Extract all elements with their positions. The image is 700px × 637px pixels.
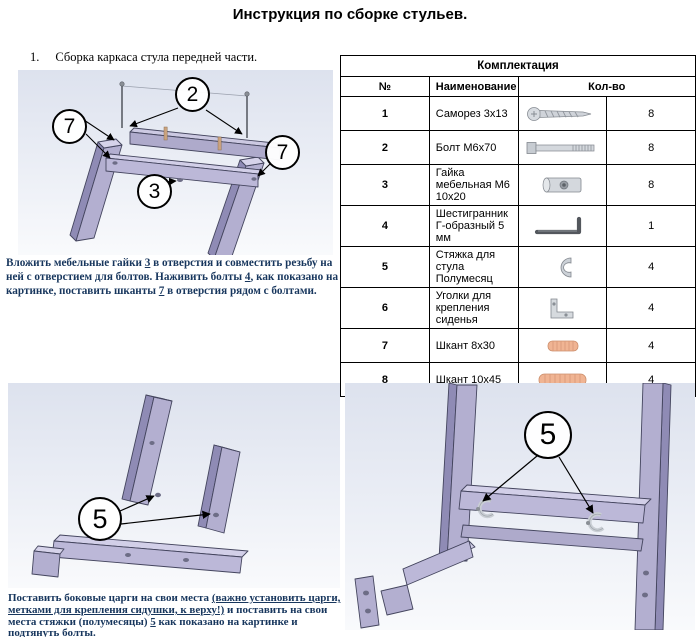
step2-text-1: Поставить боковые царги на свои места — [8, 592, 212, 604]
callout-nut-3: 3 — [137, 174, 172, 209]
step1-heading: 1. Сборка каркаса стула передней части. — [30, 50, 257, 65]
leader-arrows — [83, 107, 271, 186]
side-rails-drawing — [31, 394, 249, 578]
chair-front-frame — [69, 127, 285, 255]
step1-heading-text: Сборка каркаса стула передней части. — [55, 50, 258, 64]
table-row: 4 Шестигранник Г-образный 5 мм 1 — [340, 205, 696, 247]
callout-half-moon-5: 5 — [78, 497, 122, 541]
callout-half-moon-5-label: 5 — [92, 503, 108, 534]
part-name-cell: Шкант 8х30 — [428, 328, 519, 363]
col-header-name: Наименование — [428, 76, 519, 97]
barrel-nut-icon — [543, 177, 582, 193]
corner-bracket-icon — [550, 298, 574, 319]
part-name-cell: Стяжка для стула Полумесяц — [428, 246, 519, 288]
part-image-cell — [517, 164, 608, 206]
step1-text-3: , как показано на картинке, поставить шк… — [6, 270, 339, 297]
part-number-cell: 7 — [340, 328, 430, 363]
hex-key-icon — [535, 216, 582, 235]
callout-half-moon-5-right: 5 — [524, 411, 572, 459]
back-frame-diagram: 5 — [345, 383, 695, 630]
part-name-cell: Болт М6х70 — [428, 130, 519, 165]
part-ref-7: 7 — [158, 284, 165, 297]
part-qty-cell: 8 — [606, 130, 696, 165]
screw-icon — [527, 106, 592, 121]
table-row: 2 Болт М6х70 8 — [340, 130, 696, 165]
part-qty-cell: 8 — [606, 96, 696, 131]
front-frame-diagram: 2 7 3 7 — [18, 70, 333, 255]
table-row: 1 Саморез 3х13 8 — [340, 96, 696, 131]
table-row: 3 Гайка мебельная М6 10х20 8 — [340, 164, 696, 206]
part-image-cell — [517, 246, 608, 288]
col-header-num: № — [340, 76, 430, 97]
part-ref-5: 5 — [150, 615, 156, 628]
front-frame-drawing — [69, 81, 285, 255]
part-image-cell — [517, 130, 608, 165]
dowel-small-icon — [547, 340, 579, 351]
part-number-cell: 2 — [340, 130, 430, 165]
part-qty-cell: 1 — [606, 205, 696, 247]
part-name-cell: Уголки для крепления сиденья — [428, 287, 519, 329]
part-ref-4: 4 — [244, 270, 251, 283]
callout-bolt-2-label: 2 — [186, 82, 199, 106]
callout-dowel-7-left-label: 7 — [63, 114, 76, 138]
part-name-cell: Гайка мебельная М6 10х20 — [428, 164, 519, 206]
part-number-cell: 3 — [340, 164, 430, 206]
step1-text-1: Вложить мебельные гайки — [6, 257, 145, 269]
step2-important-note: (важно установить царги, метками для кре… — [8, 592, 341, 616]
part-image-cell — [517, 205, 608, 247]
dowel-large-icon — [538, 373, 587, 386]
parts-table: Комплектация № Наименование Кол-во 1 Сам… — [340, 55, 696, 397]
callout-dowel-7-right: 7 — [265, 135, 300, 170]
part-ref-3: 3 — [144, 257, 151, 269]
part-image-cell — [517, 287, 608, 329]
back-frame-parts — [354, 383, 672, 630]
part-image-cell — [517, 328, 608, 363]
part-number-cell: 5 — [340, 246, 430, 288]
half-moon-bracket-icon — [560, 257, 572, 278]
part-name-cell: Шестигранник Г-образный 5 мм — [428, 205, 519, 247]
step1-number: 1. — [30, 50, 40, 64]
step1-text-4: в отверстия рядом с болтами. — [164, 284, 317, 297]
bolt-icon — [526, 141, 595, 154]
part-number-cell: 6 — [340, 287, 430, 329]
callout-nut-3-label: 3 — [148, 179, 161, 203]
part-qty-cell: 4 — [606, 246, 696, 288]
side-rail-parts — [31, 394, 249, 578]
step2-instructions: Поставить боковые царги на свои места (в… — [8, 592, 344, 637]
part-number-cell: 1 — [340, 96, 430, 131]
table-row: 7 Шкант 8х30 4 — [340, 328, 696, 363]
callout-dowel-7-left: 7 — [52, 109, 87, 144]
leader-arrows — [119, 495, 211, 525]
part-name-cell: Саморез 3х13 — [428, 96, 519, 131]
part-qty-cell: 4 — [606, 328, 696, 363]
table-row: 6 Уголки для крепления сиденья 4 — [340, 287, 696, 329]
parts-table-title: Комплектация — [340, 55, 696, 77]
step2-text-2: и поставить на свои места стяжки (полуме… — [8, 603, 328, 628]
side-rails-diagram: 5 — [8, 383, 340, 588]
step2-text-3: как показано на картинке и подтянуть бол… — [8, 615, 298, 637]
part-qty-cell: 8 — [606, 164, 696, 206]
step1-instructions: Вложить мебельные гайки 3 в отверстия и … — [6, 257, 340, 298]
back-frame-drawing — [354, 383, 672, 630]
leader-arrows — [482, 455, 594, 514]
callout-half-moon-5-right-label: 5 — [539, 418, 557, 451]
col-header-qty: Кол-во — [517, 76, 696, 97]
part-number-cell: 4 — [340, 205, 430, 247]
step1-text-2: в отверстия и совместить резьбу на ней с… — [6, 257, 333, 283]
table-row: 5 Стяжка для стула Полумесяц 4 — [340, 246, 696, 288]
callout-dowel-7-right-label: 7 — [276, 140, 289, 164]
page-title: Инструкция по сборке стульев. — [232, 6, 468, 23]
parts-table-header-row: № Наименование Кол-во — [340, 76, 696, 97]
parts-table-title-row: Комплектация — [340, 55, 696, 77]
part-image-cell — [517, 96, 608, 131]
callout-bolt-2: 2 — [175, 77, 210, 112]
part-qty-cell: 4 — [606, 287, 696, 329]
